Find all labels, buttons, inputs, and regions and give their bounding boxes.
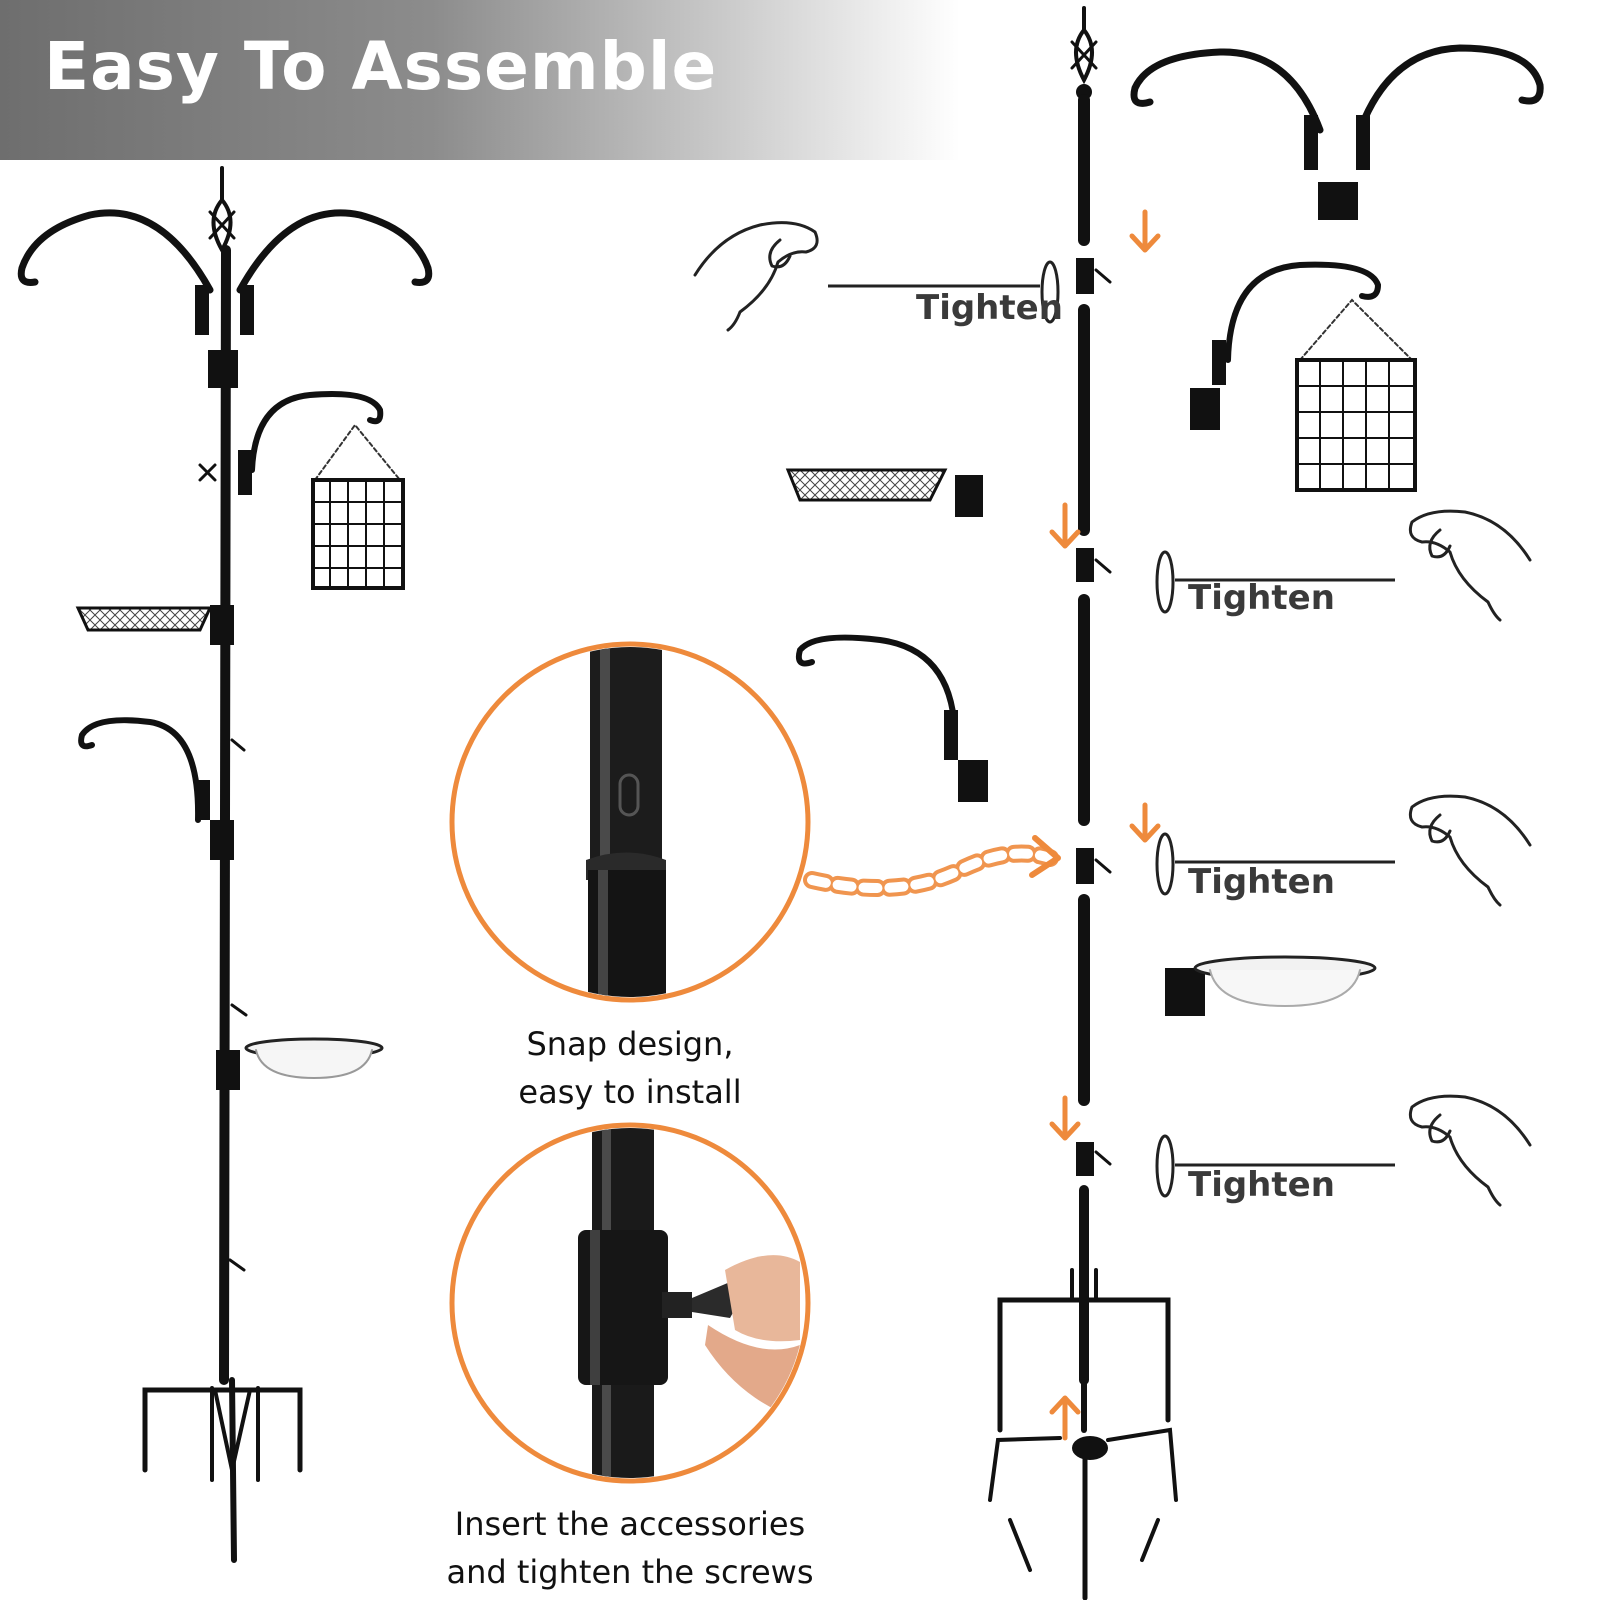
exploded-pole bbox=[988, 6, 1178, 1600]
mesh-tray-part bbox=[785, 468, 983, 517]
double-hook-part bbox=[1130, 44, 1544, 220]
tighten-callout-lines bbox=[828, 260, 1395, 1198]
assembled-pole-station bbox=[17, 166, 433, 1563]
water-dish-part bbox=[1165, 955, 1377, 1016]
snap-caption-line-2: easy to install bbox=[518, 1073, 742, 1111]
tighten-label-2: Tighten bbox=[1188, 578, 1335, 618]
hook-with-suet-cage-part bbox=[1190, 261, 1417, 492]
tighten-label-1: Tighten bbox=[916, 288, 1063, 328]
title-banner: Easy To Assemble bbox=[0, 0, 960, 160]
snap-caption-line-1: Snap design, bbox=[526, 1025, 734, 1063]
tighten-label-4: Tighten bbox=[1188, 1165, 1335, 1205]
snap-design-closeup bbox=[449, 641, 811, 1003]
insert-caption-line-1: Insert the accessories bbox=[454, 1505, 806, 1543]
assembly-arrows bbox=[803, 209, 1161, 1441]
banner-title: Easy To Assemble bbox=[44, 28, 718, 105]
tighten-label-3: Tighten bbox=[1188, 862, 1335, 902]
insert-caption-line-2: and tighten the screws bbox=[446, 1553, 814, 1591]
screw-tightening-closeup bbox=[449, 1122, 811, 1484]
snap-design-caption: Snap design, easy to install bbox=[480, 1020, 780, 1116]
insert-accessories-caption: Insert the accessories and tighten the s… bbox=[430, 1500, 830, 1596]
single-hook-part bbox=[795, 634, 988, 802]
hand-icons bbox=[693, 221, 1532, 1207]
